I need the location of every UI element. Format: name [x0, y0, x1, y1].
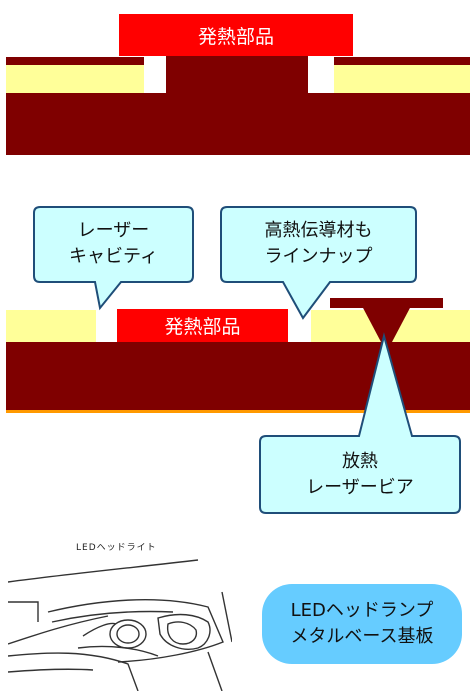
- heat-component-middle-label: 発熱部品: [164, 316, 241, 338]
- top-layer-left-yellow: [6, 65, 144, 93]
- heat-component-middle: 発熱部品: [117, 309, 288, 342]
- callout-laser-via-bubble: [259, 332, 461, 514]
- top-layer-left-dark: [6, 57, 144, 65]
- led-metal-base-pill: LEDヘッドランプ メタルベース基板: [262, 584, 462, 664]
- callout-laser-via-line1: 放熱: [342, 451, 378, 472]
- callout-laser-via-text: 放熱 レーザービア: [260, 449, 460, 501]
- callout-laser-cavity-line1: レーザー: [77, 220, 150, 241]
- laser-via-cone: [362, 306, 411, 342]
- mid-base-orange-rule: [6, 410, 470, 413]
- pill-line1: LEDヘッドランプ: [290, 600, 434, 621]
- headlight-illustration: [8, 552, 232, 691]
- callout-thermal-material-bubble: [220, 206, 417, 320]
- via-top-cap: [330, 298, 443, 308]
- callout-laser-via-line2: レーザービア: [306, 477, 414, 498]
- heat-component-top: 発熱部品: [119, 14, 353, 56]
- callout-thermal-material-text: 高熱伝導材も ラインナップ: [221, 218, 416, 270]
- top-thermal-pillar: [166, 56, 308, 96]
- top-layer-right-yellow: [334, 65, 470, 93]
- pill-line2: メタルベース基板: [290, 626, 434, 647]
- top-base-plate: [6, 93, 470, 155]
- headlight-caption: LEDヘッドライト: [76, 543, 157, 553]
- mid-layer-left-yellow: [6, 310, 96, 342]
- callout-laser-cavity-text: レーザー キャビティ: [34, 218, 193, 270]
- callout-thermal-material-line2: ラインナップ: [264, 246, 373, 267]
- callout-thermal-material-line1: 高熱伝導材も: [264, 220, 373, 241]
- top-layer-right-dark: [334, 57, 470, 65]
- callout-laser-cavity-bubble: [33, 206, 194, 311]
- heat-component-top-label: 発熱部品: [197, 25, 274, 48]
- callout-laser-cavity-line2: キャビティ: [69, 246, 158, 267]
